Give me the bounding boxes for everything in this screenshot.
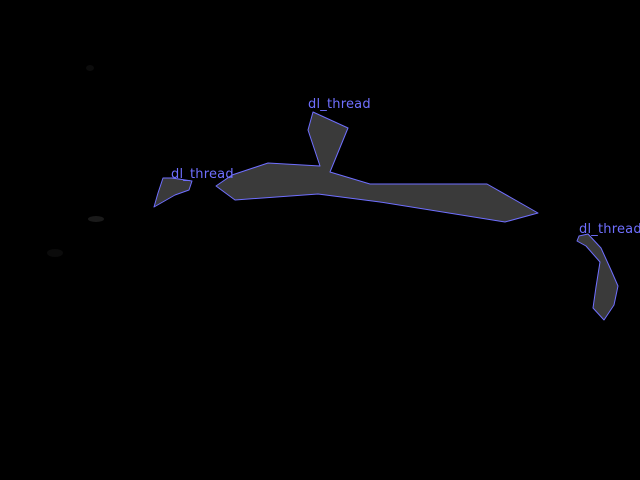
thread-mask-fill xyxy=(154,178,192,207)
faint-speck xyxy=(88,216,104,222)
thread-mask-fill xyxy=(216,112,538,222)
thread-label: dl_thread xyxy=(579,222,640,237)
thread-mask-outline xyxy=(153,177,193,208)
thread-mask-long: dl_thread xyxy=(215,97,539,223)
thread-mask-outline xyxy=(215,111,539,223)
thread-label: dl_thread xyxy=(308,97,371,112)
thread-mask-fill xyxy=(577,234,618,320)
faint-speck xyxy=(47,249,63,257)
thread-mask-outline xyxy=(576,233,619,321)
thread-label: dl_thread xyxy=(171,167,234,182)
background-specks xyxy=(47,65,104,257)
thread-mask-right: dl_thread xyxy=(576,222,640,321)
faint-speck xyxy=(86,65,94,71)
thread-mask-small: dl_thread xyxy=(153,167,234,208)
